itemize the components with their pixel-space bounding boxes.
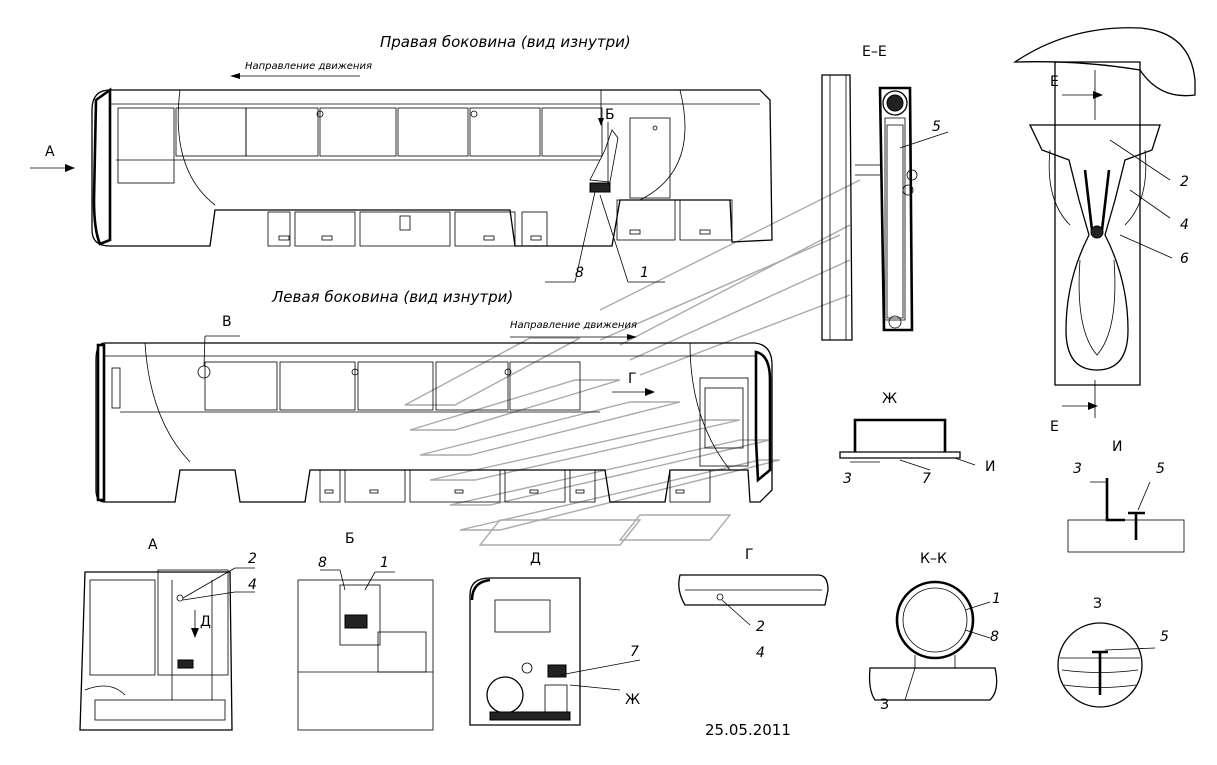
callout-4-a: 4 xyxy=(248,577,257,593)
callout-5-z: 5 xyxy=(1160,629,1169,645)
direction-label-top: Направление движения xyxy=(245,61,372,72)
view-a-title: А xyxy=(148,537,158,553)
callout-7-zh: 7 xyxy=(922,471,931,487)
callout-8-top: 8 xyxy=(575,265,584,281)
section-e-e-title: Е–Е xyxy=(862,44,887,60)
drawing-date: 25.05.2011 xyxy=(705,721,791,739)
view-v-marker: В xyxy=(222,314,232,330)
view-b-title: Б xyxy=(345,531,355,547)
callout-4-g: 4 xyxy=(756,645,765,661)
callout-3-i: 3 xyxy=(1073,461,1082,477)
view-zh-drawing xyxy=(839,418,976,471)
z-marker-label: З xyxy=(880,697,889,713)
view-d-title: Д xyxy=(530,551,541,567)
e-marker-top: Е xyxy=(1050,74,1059,90)
i-marker-label: И xyxy=(985,459,996,475)
section-k-k-drawing xyxy=(868,580,998,701)
view-d-drawing xyxy=(469,577,641,726)
callout-3-zh: 3 xyxy=(843,471,852,487)
callout-5-i: 5 xyxy=(1156,461,1165,477)
section-k-k-title: К–К xyxy=(920,551,947,567)
view-i-title: И xyxy=(1112,439,1123,455)
view-z-title: З xyxy=(1093,596,1102,612)
view-z-drawing xyxy=(1057,622,1156,708)
view-d-arrow-label: Д xyxy=(200,614,211,630)
view-g-title: Г xyxy=(745,547,754,563)
view-b-arrow-label: Б xyxy=(605,107,615,123)
watermark xyxy=(404,179,861,546)
right-side-title: Правая боковина (вид изнутри) xyxy=(380,33,631,51)
left-side-panel-drawing xyxy=(95,334,773,503)
section-e-e-drawing xyxy=(821,74,949,341)
view-a-drawing xyxy=(79,567,255,731)
callout-1-b: 1 xyxy=(380,555,389,571)
callout-4-grip: 4 xyxy=(1180,217,1189,233)
view-b-drawing xyxy=(297,569,434,731)
callout-2-grip: 2 xyxy=(1180,174,1189,190)
callout-5-ee: 5 xyxy=(932,119,941,135)
left-side-title: Левая боковина (вид изнутри) xyxy=(272,288,514,306)
view-g-arrow-label: Г xyxy=(628,371,637,387)
zh-marker-label: Ж xyxy=(625,692,641,708)
e-marker-bottom: Е xyxy=(1050,419,1059,435)
right-side-panel-drawing xyxy=(30,73,773,283)
grip-detail-drawing xyxy=(1012,27,1196,418)
callout-8-b: 8 xyxy=(318,555,327,571)
callout-1-kk: 1 xyxy=(992,591,1001,607)
callout-7-d: 7 xyxy=(630,644,639,660)
view-zh-title: Ж xyxy=(882,391,898,407)
view-g-drawing xyxy=(678,574,829,626)
callout-2-g: 2 xyxy=(756,619,765,635)
callout-2-a: 2 xyxy=(248,551,257,567)
view-a-arrow-label: А xyxy=(45,144,55,160)
view-i-drawing xyxy=(1067,478,1185,553)
callout-8-kk: 8 xyxy=(990,629,999,645)
direction-label-bottom: Направление движения xyxy=(510,320,637,331)
callout-6-grip: 6 xyxy=(1180,251,1189,267)
callout-1-top: 1 xyxy=(640,265,649,281)
